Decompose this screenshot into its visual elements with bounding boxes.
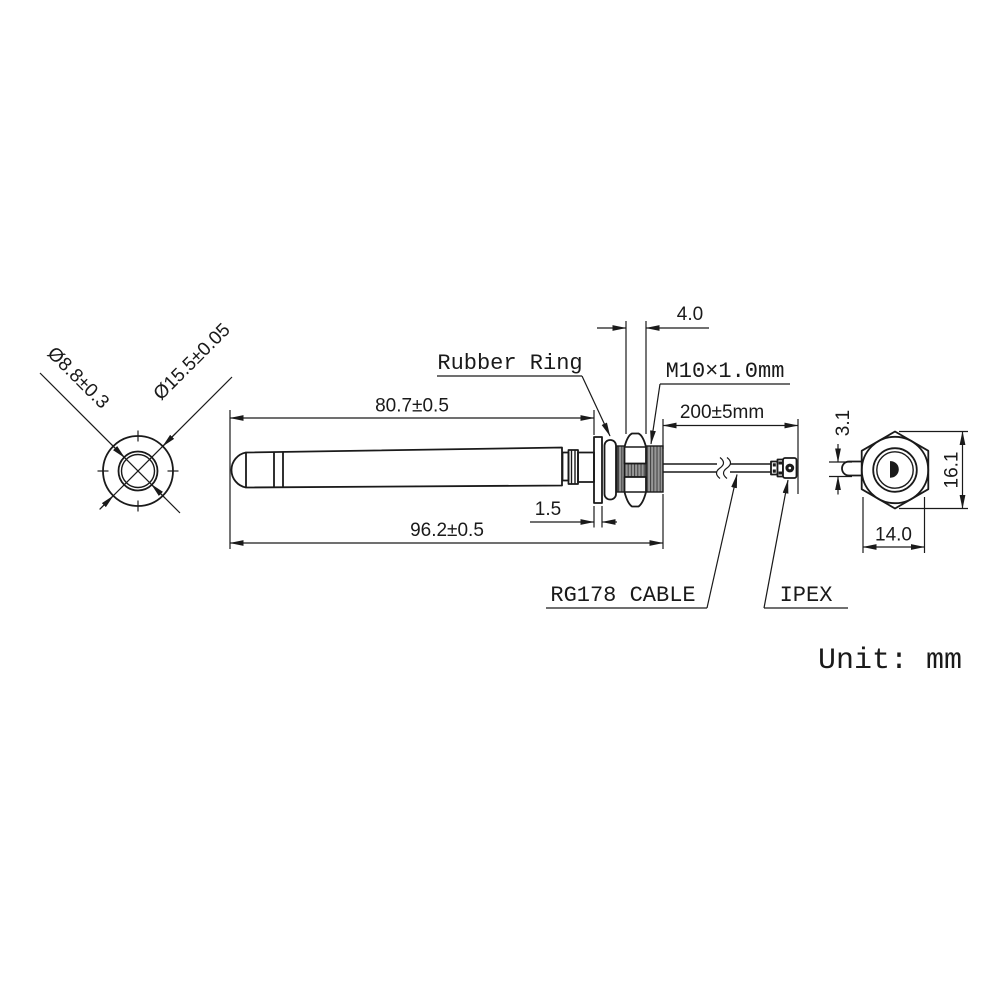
leader-arrow-thread-spec [650,383,661,445]
ipex-crimp-dot-2 [772,469,776,473]
flange [593,436,603,504]
leader-arrow-rubber-ring [581,375,611,437]
inner-diameter-arrow-2 [150,483,166,499]
label-cable: RG178 CABLE [550,583,695,608]
cable-break-mark-2 [722,457,732,479]
leader-arrow-cable [706,474,738,609]
outer-diameter-arrow-1 [162,432,177,447]
rubber-ring [603,439,617,501]
antenna-cap-arc [230,451,247,489]
hex-nut-top [623,432,647,465]
dim-tip-inner-diameter: Ø8.8±0.3 [43,343,113,413]
dim-cable-length: 200±5mm [680,402,764,423]
label-rubber-ring: Rubber Ring [437,351,582,376]
label-connector: IPEX [780,583,833,608]
nut-chamfer-circle [860,435,930,505]
dim-hex-across-corners: 16.1 [942,452,963,489]
cap-inner-circle-2 [120,453,156,489]
antenna-body [245,446,563,489]
leader-arrow-connector [763,479,789,609]
dim-tip-outer-diameter: Ø15.5±0.05 [150,320,235,405]
ipex-connector [770,457,798,479]
label-thread-spec: M10×1.0mm [666,359,785,384]
thread-minor-circle [876,451,914,489]
dimensions: 80.7±0.5 96.2±0.5 1.5 4.0 200±5mm 3.1 16… [229,304,968,553]
dim-overall-length: 96.2±0.5 [410,520,484,541]
outer-diameter-arrow-2 [99,495,114,510]
unit-note: Unit: mm [818,644,962,678]
dim-connector-height: 3.1 [833,410,854,436]
ipex-crimp-dot-3 [778,461,782,465]
thread-section-left [616,445,626,493]
cable-break-mark-1 [715,457,725,479]
dim-thread-exposed-length: 4.0 [677,304,703,325]
leader-labels: Rubber Ring M10×1.0mm RG178 CABLE IPEX [437,351,848,609]
thread-shank [623,462,647,478]
ipex-socket-center [788,466,792,470]
dim-body-length: 80.7±0.5 [375,396,449,417]
ipex-crimp-dot-4 [778,471,782,475]
ipex-crimp-dot-1 [772,463,776,467]
thread-section-right [645,445,664,493]
center-contact-d-shape [890,461,899,478]
cable-stub [841,460,862,477]
cap-inner-circle [117,450,159,492]
neck-cylinder [577,451,595,483]
ridged-ring [567,449,579,485]
dim-flange-thickness: 1.5 [535,499,561,520]
inner-diameter-arrow-1 [110,443,126,459]
right-end-view [841,430,930,510]
dim-hex-across-flats: 14.0 [875,525,912,546]
left-end-view: Ø8.8±0.3 Ø15.5±0.05 [39,320,235,514]
antenna-side-view [230,432,798,508]
thread-major-circle [872,447,918,493]
